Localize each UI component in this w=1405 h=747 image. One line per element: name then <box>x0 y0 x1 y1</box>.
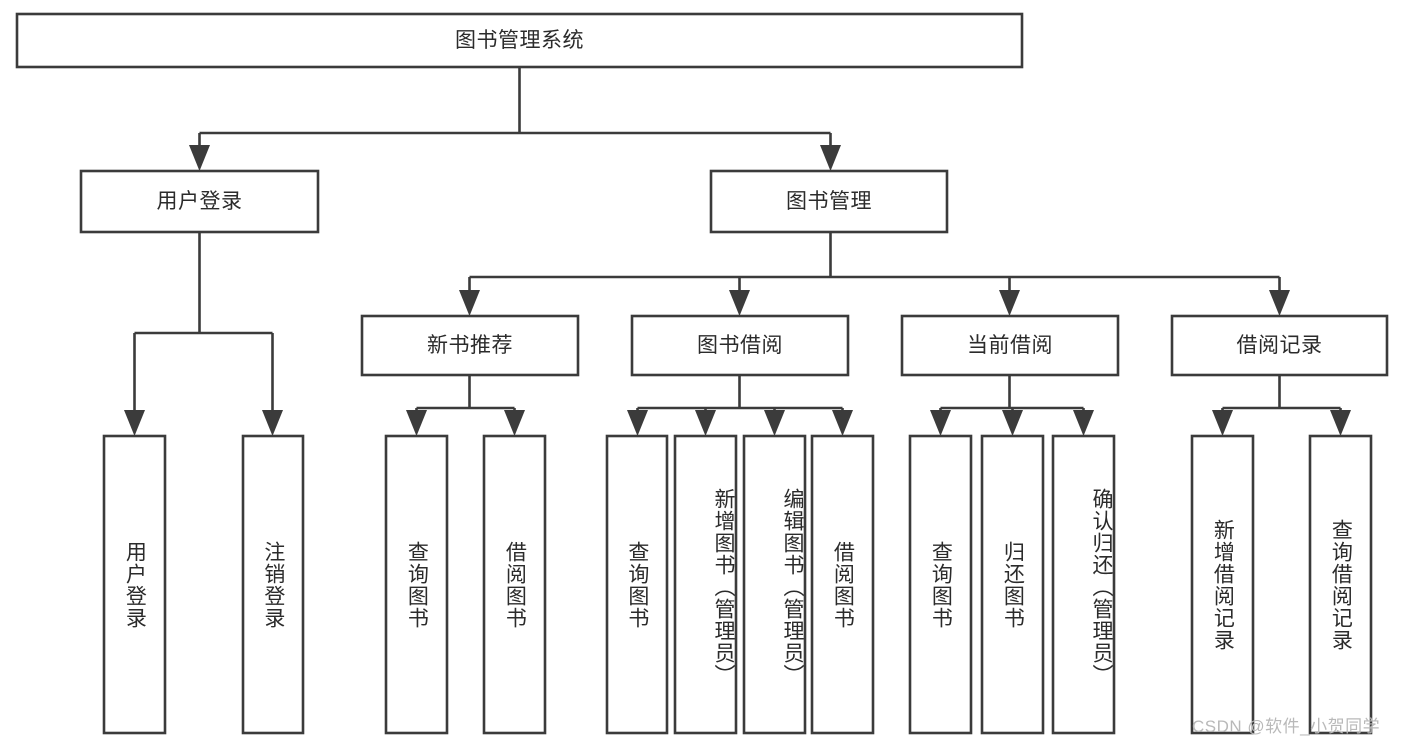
node-box-user-login[interactable] <box>79 169 320 234</box>
connector-borrow-record-to-leaves <box>1212 375 1351 436</box>
connector-new-book-to-leaves <box>406 375 525 436</box>
arrow-head-leaf-query-book-2 <box>627 410 648 436</box>
node-box-leaf-return-book[interactable] <box>980 434 1045 735</box>
node-box-leaf-query-book-2[interactable] <box>605 434 669 735</box>
node-box-new-book-recommend[interactable] <box>360 314 580 377</box>
arrow-head-leaf-user-login <box>124 410 145 436</box>
arrow-head-book-borrow <box>729 290 750 316</box>
node-box-book-borrow[interactable] <box>630 314 850 377</box>
node-box-current-borrow[interactable] <box>900 314 1120 377</box>
node-box-leaf-add-book[interactable] <box>673 434 738 735</box>
connector-book-borrow-to-leaves <box>627 375 853 436</box>
node-box-root[interactable] <box>15 12 1024 69</box>
node-box-borrow-record[interactable] <box>1170 314 1389 377</box>
arrow-head-new-book-recommend <box>459 290 480 316</box>
node-box-leaf-confirm-return[interactable] <box>1051 434 1116 735</box>
arrow-head-leaf-user-logout <box>262 410 283 436</box>
node-box-leaf-user-logout[interactable] <box>241 434 305 735</box>
node-box-leaf-user-login[interactable] <box>102 434 167 735</box>
node-box-leaf-query-book-3[interactable] <box>908 434 973 735</box>
arrow-head-leaf-edit-book <box>764 410 785 436</box>
arrow-head-leaf-query-book-3 <box>930 410 951 436</box>
node-box-book-manage[interactable] <box>709 169 949 234</box>
csdn-watermark: CSDN @软件_小贺同学 <box>1192 717 1381 736</box>
arrow-head-leaf-query-book-1 <box>406 410 427 436</box>
arrow-head-leaf-borrow-book-1 <box>504 410 525 436</box>
node-box-leaf-query-record[interactable] <box>1308 434 1373 735</box>
node-box-leaf-edit-book[interactable] <box>742 434 807 735</box>
arrow-head-borrow-record <box>1269 290 1290 316</box>
arrow-head-leaf-confirm-return <box>1073 410 1094 436</box>
node-box-leaf-borrow-book-2[interactable] <box>810 434 875 735</box>
connector-book-manage-to-level3 <box>459 232 1290 316</box>
arrow-head-leaf-return-book <box>1002 410 1023 436</box>
arrow-head-book-manage <box>820 145 841 171</box>
arrow-head-leaf-add-record <box>1212 410 1233 436</box>
node-box-leaf-borrow-book-1[interactable] <box>482 434 547 735</box>
connector-current-borrow-to-leaves <box>930 375 1094 436</box>
arrow-head-leaf-add-book <box>695 410 716 436</box>
arrow-head-current-borrow <box>999 290 1020 316</box>
arrow-head-leaf-query-record <box>1330 410 1351 436</box>
arrow-head-user-login <box>189 145 210 171</box>
node-box-leaf-query-book-1[interactable] <box>384 434 449 735</box>
connector-root-to-level2 <box>189 67 841 171</box>
arrow-head-leaf-borrow-book-2 <box>832 410 853 436</box>
connector-user-login-to-leaves <box>124 232 283 436</box>
node-box-leaf-add-record[interactable] <box>1190 434 1255 735</box>
